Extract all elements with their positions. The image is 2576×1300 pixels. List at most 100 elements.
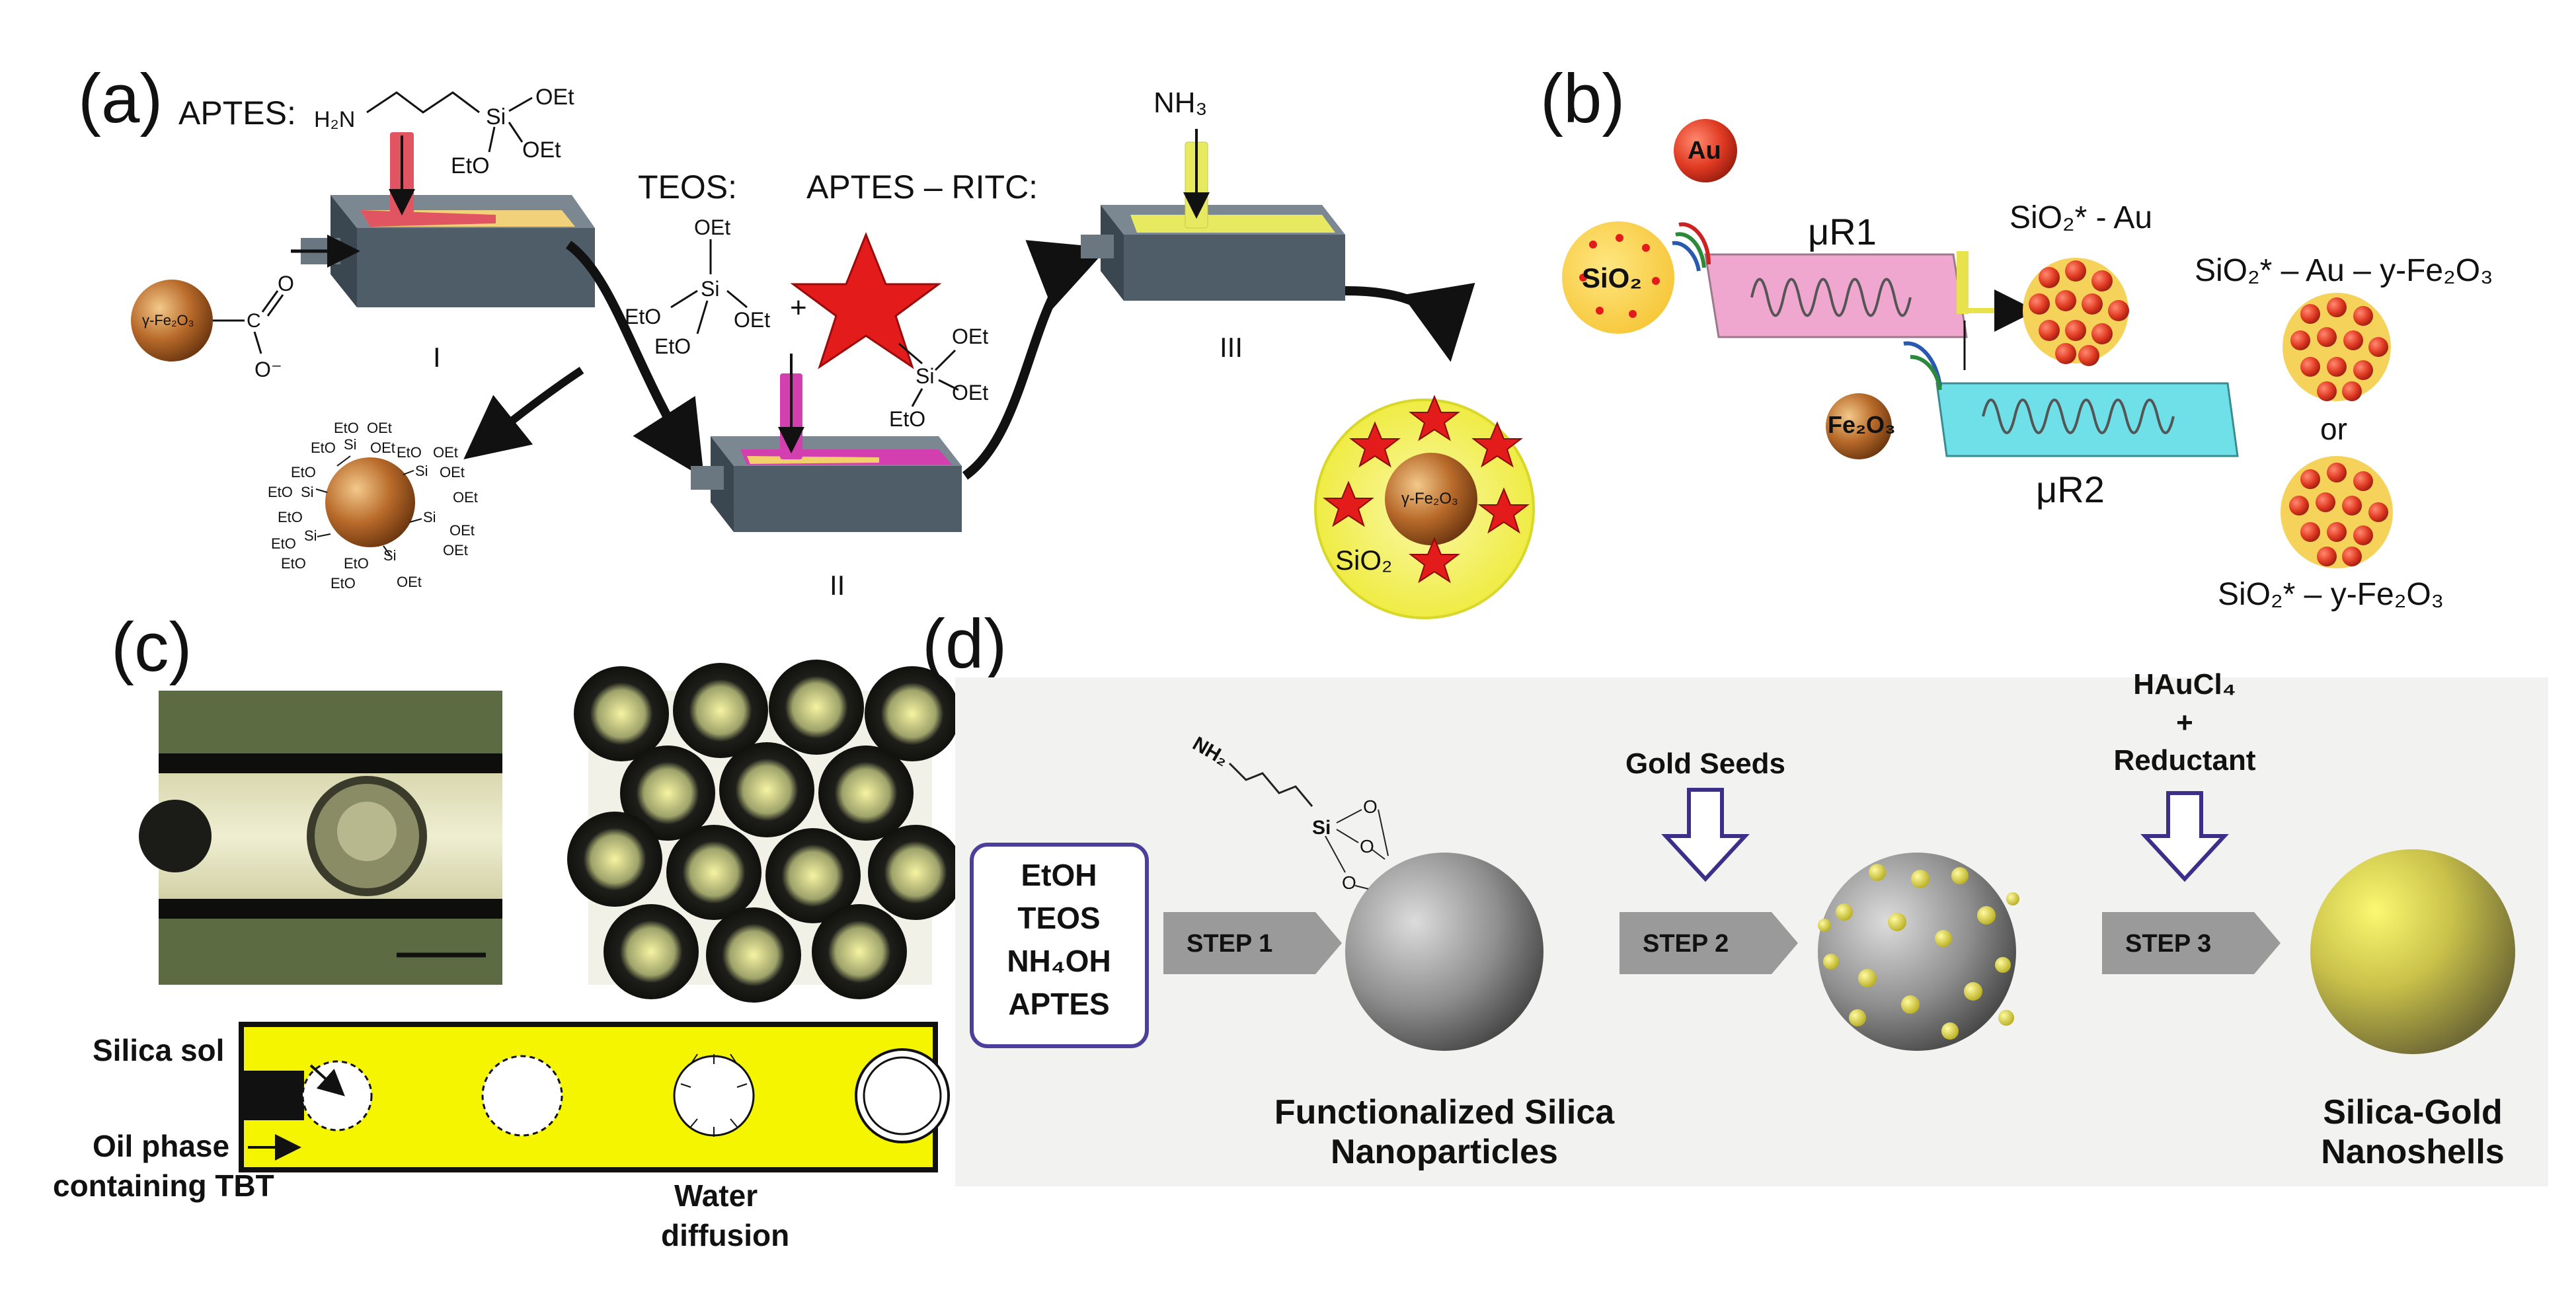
- fe2o3-precursor: [1826, 393, 1892, 459]
- sio2-label: SiO₂: [1582, 262, 1642, 293]
- teos-label: TEOS:: [638, 169, 737, 206]
- nh3-label: NH₃: [1153, 87, 1207, 119]
- step-2-arrow: STEP 2: [1620, 912, 1798, 974]
- arrow-chip3-to-product: [1345, 282, 1475, 362]
- svg-text:Si: Si: [415, 463, 428, 479]
- aptes-bond-3: [488, 126, 496, 153]
- carboxyl-ominus: O⁻: [254, 358, 282, 381]
- au-precursor: [1674, 119, 1737, 182]
- aptes-label: APTES:: [178, 95, 296, 132]
- svg-text:OEt: OEt: [694, 215, 730, 239]
- ritc-star: [790, 231, 942, 369]
- aptes-eto: EtO: [451, 153, 490, 178]
- svg-text:OEt: OEt: [370, 440, 395, 456]
- panel-d: (d) EtOH TEOS NH₄OH APTES STEP 1 NH₂ Si …: [922, 605, 2548, 1186]
- panel-c: (c): [53, 609, 963, 1252]
- svg-text:EtO: EtO: [344, 555, 369, 572]
- svg-text:OEt: OEt: [397, 574, 422, 590]
- svg-text:EtO: EtO: [654, 334, 691, 358]
- reagent-nh4oh: NH₄OH: [1007, 944, 1111, 978]
- aptes-si: Si: [486, 104, 506, 130]
- reagent-teos: TEOS: [1017, 901, 1100, 935]
- svg-text:EtO: EtO: [397, 444, 422, 461]
- svg-text:OEt: OEt: [952, 325, 988, 348]
- svg-text:EtO: EtO: [278, 509, 303, 525]
- svg-text:Si: Si: [301, 484, 314, 500]
- svg-text:EtO: EtO: [334, 420, 359, 436]
- stage-2-label: II: [830, 570, 845, 601]
- microreactor-chip-1: I: [291, 132, 595, 373]
- aptes-chain: [366, 91, 480, 114]
- functionalized-silica-particle: NH₂ Si O O O: [1189, 733, 1543, 1051]
- carboxyl-o: O: [278, 272, 294, 295]
- svg-text:O: O: [1360, 836, 1374, 857]
- silica-sol-label: Silica sol: [93, 1033, 224, 1067]
- svg-text:O: O: [1342, 872, 1356, 893]
- product-shell-label: SiO₂: [1335, 545, 1392, 576]
- svg-text:OEt: OEt: [734, 308, 770, 332]
- svg-text:Si: Si: [916, 364, 934, 388]
- panel-b-label: (b): [1540, 60, 1625, 137]
- au-label: Au: [1688, 137, 1721, 165]
- reagent-box: EtOH TEOS NH₄OH APTES: [970, 843, 1149, 1048]
- svg-text:OEt: OEt: [433, 444, 458, 461]
- svg-text:Si: Si: [344, 436, 357, 453]
- panel-b: (b) Au SiO₂ μR1: [1540, 60, 2493, 612]
- silica-gold-nanoshell: [2310, 849, 2515, 1054]
- aptes-structure: APTES: H₂N Si OEt OEt EtO: [178, 85, 574, 178]
- plus-label: +: [2176, 707, 2193, 739]
- panel-a-label: (a): [78, 60, 163, 137]
- reactor-1-label: μR1: [1808, 211, 1877, 252]
- svg-text:OEt: OEt: [449, 522, 475, 539]
- svg-text:EtO: EtO: [889, 407, 925, 431]
- droplet-array-micrograph: [567, 660, 963, 1003]
- svg-text:OEt: OEt: [952, 381, 988, 404]
- teos-plus: +: [790, 291, 807, 324]
- fluorescent-magnetic-nanoparticle: γ-Fe₂O₃ SiO₂: [1314, 395, 1535, 619]
- stage-1-label: I: [433, 342, 441, 373]
- svg-text:EtO: EtO: [331, 575, 356, 592]
- oil-phase-label: Oil phase: [93, 1129, 229, 1163]
- step-1-label: STEP 1: [1187, 930, 1272, 958]
- aptes-oet-1: OEt: [535, 85, 574, 110]
- svg-text:EtO: EtO: [281, 555, 306, 572]
- svg-text:OEt: OEt: [453, 489, 478, 506]
- reagent-aptes: APTES: [1008, 987, 1109, 1021]
- nanoshells-label-1: Silica-Gold: [2323, 1093, 2503, 1131]
- product-sio2-fe: [2281, 456, 2393, 568]
- arrow-chip1-to-chip2: [565, 241, 705, 478]
- product-sio2-au-fe: [2283, 293, 2391, 401]
- fe2o3-carboxylate: γ-Fe₂O₃ C O O⁻: [131, 272, 294, 381]
- panel-a: (a) APTES: H₂N Si OEt OEt EtO I: [78, 60, 1535, 619]
- gold-seeded-particle: [1818, 853, 2019, 1051]
- microreactor-r1: μR1: [1672, 211, 2037, 338]
- microreactor-r2: μR2: [1903, 321, 2239, 510]
- product-sio2-au-fe-label: SiO₂* – Au – y-Fe₂O₃: [2195, 253, 2493, 288]
- svg-text:EtO: EtO: [311, 440, 336, 456]
- or-label: or: [2320, 412, 2347, 446]
- svg-text:O: O: [1363, 796, 1378, 817]
- svg-text:Si: Si: [423, 509, 436, 525]
- fe2o3-particle-label: γ-Fe₂O₃: [142, 312, 194, 328]
- gold-seeds-arrow: [1661, 788, 1750, 882]
- water-label: Water: [674, 1178, 758, 1213]
- aptes-ritc-structure: APTES – RITC: Si OEt OEt EtO: [790, 169, 1038, 431]
- gold-seeds-label: Gold Seeds: [1625, 747, 1785, 780]
- stage-3-label: III: [1220, 332, 1243, 363]
- functionalized-label-2: Nanoparticles: [1331, 1133, 1558, 1171]
- product-sio2-fe-label: SiO₂* – y-Fe₂O₃: [2218, 577, 2444, 612]
- svg-text:OEt: OEt: [440, 464, 465, 480]
- aptes-bond-1: [508, 96, 533, 112]
- fe2o3-label: Fe₂O₃: [1828, 411, 1896, 438]
- aptes-bond-2: [508, 122, 524, 143]
- functionalized-label-1: Functionalized Silica: [1274, 1093, 1615, 1131]
- svg-text:OEt: OEt: [367, 420, 392, 436]
- channel-micrograph: [139, 691, 502, 985]
- teos-structure: TEOS: OEt Si EtO OEt EtO +: [625, 169, 807, 358]
- product-sio2-au: [2023, 258, 2129, 366]
- reductant-label: Reductant: [2113, 744, 2255, 777]
- reactor-2-label: μR2: [2036, 469, 2105, 510]
- svg-text:EtO: EtO: [271, 535, 296, 552]
